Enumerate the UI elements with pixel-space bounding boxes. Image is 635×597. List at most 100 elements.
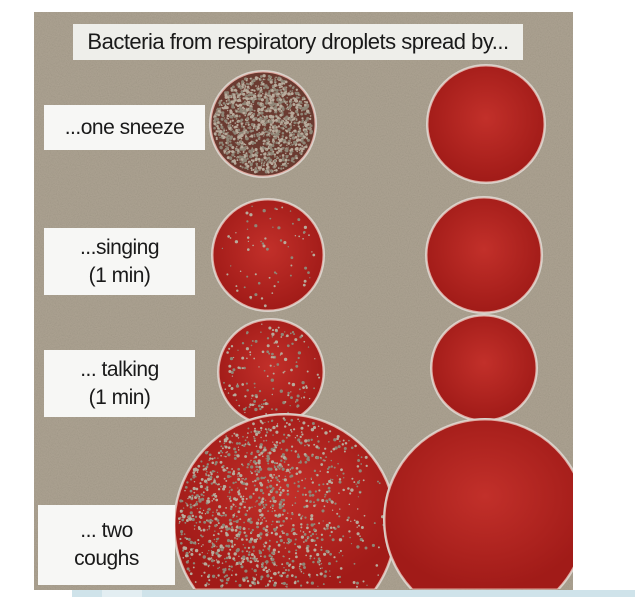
bacterial-colony [273, 271, 277, 274]
bacterial-colony [307, 120, 309, 122]
bacterial-colony [286, 103, 288, 106]
bacterial-colony [272, 387, 275, 390]
bacterial-colony [265, 585, 267, 588]
bacterial-colony [211, 574, 216, 578]
bacterial-colony [238, 526, 242, 529]
dish-sneeze-exposed [209, 70, 317, 178]
bacterial-colony [253, 141, 257, 145]
bacterial-colony [250, 159, 253, 162]
bacterial-colony [356, 526, 358, 528]
bacterial-colony [247, 248, 250, 251]
bacterial-colony [180, 530, 184, 534]
bacterial-colony [228, 565, 231, 568]
bacterial-colony [186, 481, 189, 484]
bacterial-colony [250, 122, 254, 126]
bacterial-colony [299, 130, 302, 132]
bacterial-colony [242, 150, 245, 154]
bacterial-colony [242, 527, 246, 531]
bacterial-colony [211, 550, 215, 555]
bacterial-colony [247, 463, 250, 466]
bacterial-colony [209, 471, 212, 474]
bacterial-colony [253, 89, 256, 92]
bacterial-colony [267, 133, 270, 136]
bacterial-colony [338, 480, 342, 484]
dish-talking-exposed [217, 318, 325, 426]
bacterial-colony [202, 544, 204, 546]
bacterial-colony [271, 78, 274, 81]
bacterial-colony [236, 159, 239, 162]
bacterial-colony [266, 153, 269, 157]
bacterial-colony [252, 127, 255, 130]
bacterial-colony [252, 78, 256, 83]
bacterial-colony [269, 484, 273, 488]
bacterial-colony [269, 80, 273, 84]
bacterial-colony [244, 114, 247, 117]
bacterial-colony [268, 545, 271, 548]
bacterial-colony [271, 329, 275, 332]
bacterial-colony [229, 95, 232, 98]
bacterial-colony [226, 114, 230, 118]
bacterial-colony [245, 121, 248, 123]
bacterial-colony [253, 382, 256, 385]
bacterial-colony [326, 467, 330, 470]
bacterial-colony [254, 148, 258, 152]
agar-plate [427, 65, 545, 183]
bacterial-colony [350, 520, 352, 522]
bacterial-colony [247, 432, 249, 434]
bacterial-colony [252, 94, 257, 99]
bacterial-colony [343, 446, 347, 451]
bacterial-colony [313, 504, 316, 508]
bacterial-colony [303, 566, 306, 569]
bacterial-colony [247, 100, 251, 104]
bacterial-colony [261, 405, 264, 409]
bacterial-colony [338, 492, 340, 494]
bacterial-colony [239, 518, 242, 521]
bacterial-colony [270, 131, 272, 133]
bacterial-colony [262, 78, 265, 81]
bacterial-colony [252, 492, 255, 495]
bacterial-colony [223, 151, 226, 154]
bacterial-colony [215, 577, 217, 579]
bacterial-colony [230, 112, 232, 114]
bacterial-colony [258, 453, 261, 457]
bacterial-colony [242, 111, 246, 115]
bacterial-colony [253, 123, 256, 126]
bacterial-colony [297, 131, 301, 135]
bacterial-colony [202, 528, 206, 532]
bacterial-colony [289, 274, 292, 277]
bacterial-colony [261, 350, 265, 354]
bacterial-colony [283, 461, 286, 463]
bacterial-colony [221, 113, 225, 117]
bacterial-colony [219, 137, 221, 139]
bacterial-colony [269, 473, 273, 478]
bacterial-colony [309, 115, 312, 117]
bacterial-colony [373, 522, 376, 525]
bacterial-colony [233, 520, 235, 523]
bacterial-colony [179, 499, 183, 503]
bacterial-colony [255, 574, 258, 576]
bacterial-colony [257, 459, 261, 463]
bacterial-colony [263, 115, 266, 119]
bacterial-colony [260, 107, 264, 112]
bacterial-colony [330, 465, 333, 468]
bacterial-colony [211, 469, 215, 473]
bacterial-colony [290, 429, 292, 431]
bacterial-colony [244, 439, 247, 442]
bacterial-colony [242, 555, 246, 559]
bacterial-colony [238, 85, 241, 88]
bacterial-colony [338, 515, 341, 518]
bacterial-colony [253, 357, 256, 360]
bacterial-colony [299, 441, 303, 445]
bacterial-colony [240, 122, 244, 126]
bacterial-colony [276, 156, 280, 160]
bacterial-colony [254, 470, 257, 473]
bacterial-colony [246, 121, 250, 124]
bacterial-colony [285, 436, 288, 439]
bacterial-colony [280, 127, 282, 129]
bacterial-colony [204, 469, 206, 471]
bacterial-colony [270, 531, 274, 535]
bacterial-colony [203, 562, 207, 566]
bacterial-colony [243, 143, 246, 146]
bacterial-colony [259, 407, 262, 411]
bacterial-colony [233, 552, 237, 556]
